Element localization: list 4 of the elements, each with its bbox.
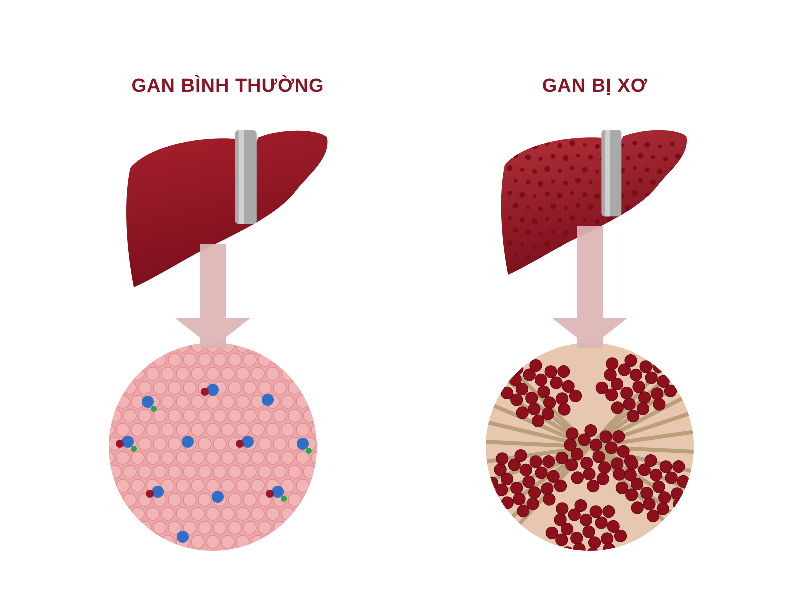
arrow — [552, 226, 628, 348]
heading: GAN BỊ XƠ — [542, 75, 648, 99]
arrow — [175, 244, 251, 348]
heading: GAN BÌNH THƯỜNG — [132, 75, 324, 99]
